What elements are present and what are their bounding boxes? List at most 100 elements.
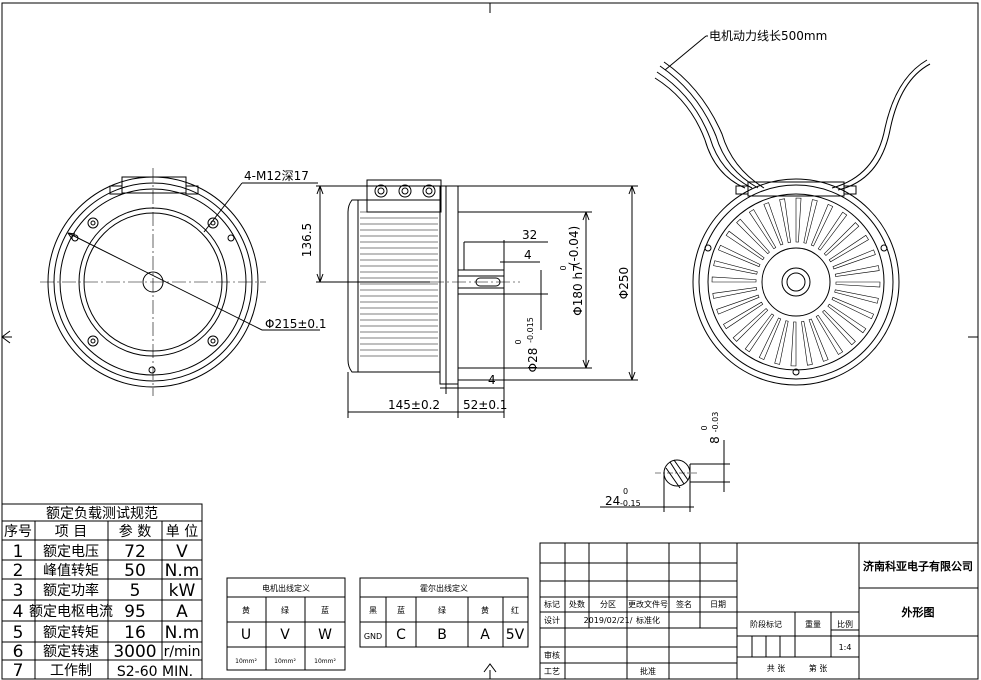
spec-row-5-no: 5	[13, 623, 24, 643]
hall-line-signal-a: A	[480, 627, 490, 643]
hall-line-color-3: 绿	[438, 606, 446, 615]
hall-line-color-4: 黄	[481, 605, 489, 615]
title-block	[539, 542, 979, 680]
spec-row-2-no: 2	[13, 561, 24, 581]
drawing-name: 外形图	[901, 605, 935, 619]
spec-row-7-item: 工作制	[50, 663, 92, 679]
spec-row-5-value: 16	[124, 623, 146, 643]
dim-4-bottom: 4	[488, 373, 496, 387]
dia-28-label: Φ28	[526, 348, 540, 373]
motor-line-phase-v: V	[280, 627, 290, 643]
dim-4-top: 4	[524, 248, 532, 262]
spec-row-2-unit: N.m	[165, 561, 200, 581]
tb-sheets-total: 共 张	[767, 664, 786, 673]
spec-row-4-item: 额定电枢电流	[29, 604, 113, 620]
tb-header-date: 日期	[710, 600, 726, 609]
spec-row-3-no: 3	[13, 581, 24, 601]
dia-215-label: Φ215±0.1	[265, 317, 327, 331]
dia-28-tol-up: 0	[514, 339, 523, 344]
dim-8: 8	[708, 436, 722, 444]
motor-line-size-1: 10mm²	[235, 658, 257, 665]
dia-250-label: Φ250	[617, 267, 631, 299]
dia-28-tol-low: -0.015	[526, 317, 535, 343]
dia-180-label: Φ180 h7	[571, 264, 585, 315]
motor-line-color-2: 绿	[281, 606, 289, 615]
spec-header-no: 序号	[4, 524, 32, 540]
dim-8-tol-up: 0	[700, 425, 709, 430]
tb-standardize: 标准化	[636, 615, 660, 625]
tb-header-change-doc: 更改文件号	[628, 599, 668, 609]
motor-line-size-2: 10mm²	[274, 658, 296, 665]
spec-row-6-item: 额定转速	[43, 644, 99, 660]
spec-row-4-unit: A	[176, 602, 188, 622]
motor-line-phase-u: U	[241, 627, 251, 643]
spec-row-5-item: 额定转矩	[43, 625, 99, 641]
hall-line-color-5: 红	[511, 605, 519, 615]
dim-8-tol-low: -0.03	[711, 412, 720, 433]
spec-row-7-value: S2-60 MIN.	[117, 664, 193, 680]
spec-row-7-no: 7	[13, 661, 24, 680]
tb-header-zone: 分区	[600, 600, 616, 609]
tb-weight: 重量	[805, 619, 821, 629]
shaft-section	[600, 440, 730, 512]
spec-row-1-value: 72	[124, 542, 146, 562]
dim-24-tol-up: 0	[623, 487, 628, 496]
motor-line-phase-w: W	[318, 627, 332, 643]
dia-180-tol-low: (-0.04)	[567, 226, 581, 266]
tb-ratio-value: 1:4	[839, 643, 852, 652]
dim-32: 32	[522, 228, 537, 242]
front-view	[40, 168, 320, 396]
spec-row-1-item: 额定电压	[43, 544, 99, 560]
tb-header-signature: 签名	[676, 599, 692, 609]
motor-line-color-1: 黄	[242, 605, 250, 615]
screw-callout: 4-M12深17	[244, 169, 309, 183]
tb-header-count: 处数	[569, 599, 585, 609]
spec-table-title: 额定负载测试规范	[46, 505, 158, 522]
hall-line-signal-b: B	[437, 627, 447, 643]
spec-header-item: 项 目	[55, 524, 87, 540]
tb-header-mark: 标记	[544, 599, 560, 609]
tb-process: 工艺	[544, 667, 560, 676]
motor-line-table	[226, 577, 346, 671]
side-view	[316, 179, 638, 418]
motor-lines-title: 电机出线定义	[262, 583, 310, 593]
motor-line-color-3: 蓝	[321, 605, 329, 615]
dim-136-5: 136.5	[300, 223, 314, 257]
hall-line-color-1: 黑	[369, 606, 377, 615]
motor-line-size-3: 10mm²	[314, 658, 336, 665]
dim-24-tol-low: -0.15	[620, 499, 641, 508]
company-name: 济南科亚电子有限公司	[863, 559, 973, 573]
hall-line-signal-5v: 5V	[506, 627, 525, 643]
cable-note: 电机动力线长500mm	[709, 29, 827, 43]
spec-header-value: 参 数	[119, 523, 151, 540]
tb-date: 2019/02/21/	[584, 616, 633, 625]
hall-line-signal-c: C	[396, 627, 406, 643]
tb-design-label: 设计	[544, 615, 560, 625]
spec-row-4-value: 95	[124, 602, 146, 622]
spec-row-3-unit: kW	[169, 581, 196, 601]
spec-row-5-unit: N.m	[165, 623, 200, 643]
hall-line-signal-gnd: GND	[364, 632, 382, 641]
tb-review: 审核	[544, 650, 560, 660]
spec-row-2-item: 峰值转矩	[43, 563, 99, 579]
spec-row-3-value: 5	[130, 581, 141, 601]
hall-line-color-2: 蓝	[397, 605, 405, 615]
spec-row-3-item: 额定功率	[43, 582, 99, 599]
spec-header-unit: 单 位	[166, 524, 198, 540]
dia-180-tol-up: 0	[559, 265, 568, 270]
spec-row-6-value: 3000	[113, 642, 156, 662]
tb-stage-mark: 阶段标记	[750, 619, 782, 629]
dim-24: 24	[605, 494, 620, 508]
spec-row-1-unit: V	[176, 542, 188, 562]
spec-row-6-unit: r/min	[164, 644, 201, 660]
hall-lines-title: 霍尔出线定义	[420, 583, 468, 593]
tb-ratio-label: 比例	[837, 619, 853, 629]
tb-approve: 批准	[640, 666, 656, 676]
rear-view	[654, 35, 931, 386]
dim-145: 145±0.2	[388, 398, 440, 412]
spec-row-6-no: 6	[13, 642, 24, 662]
spec-row-2-value: 50	[124, 561, 146, 581]
spec-table	[1, 503, 203, 680]
